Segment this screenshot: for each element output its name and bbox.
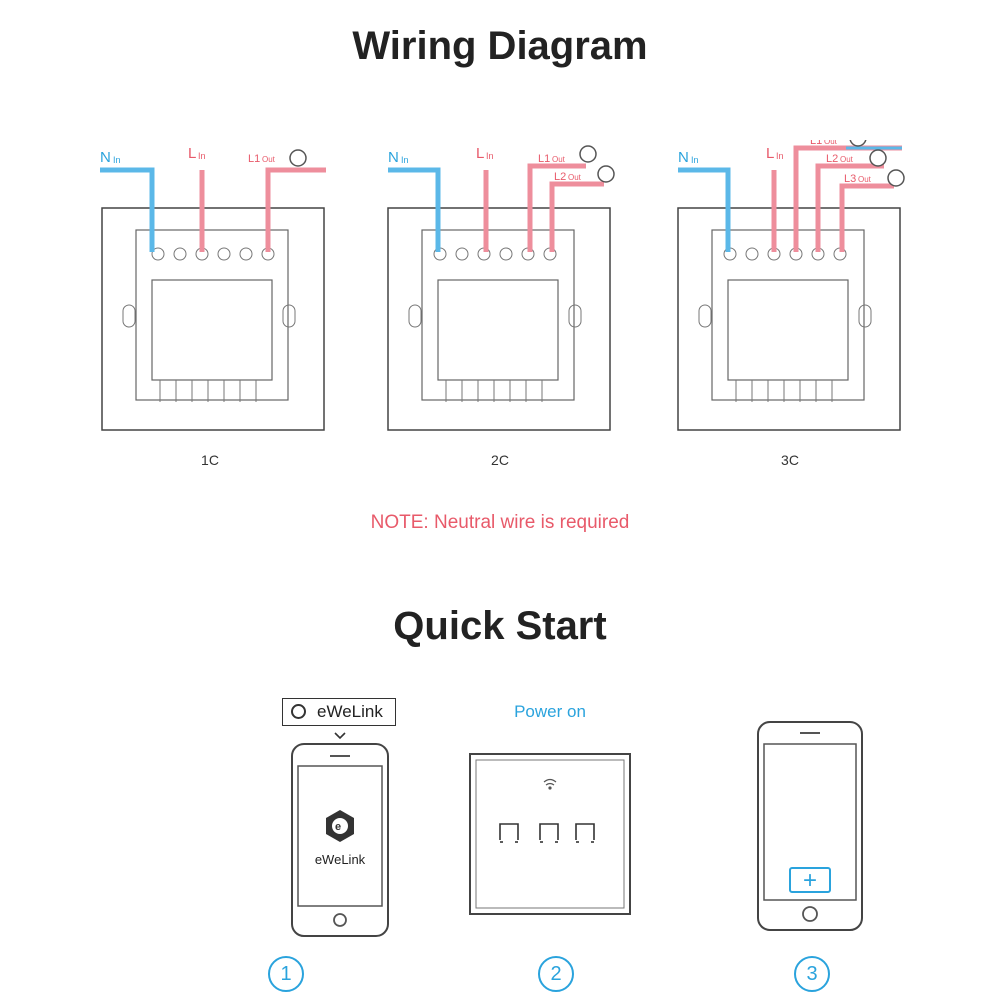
step-3-number: 3 xyxy=(794,956,830,992)
l1-out-label: L1 xyxy=(248,153,260,165)
svg-text:Out: Out xyxy=(568,173,582,182)
l2-out-label: L2 xyxy=(826,153,838,165)
phone-step-1: e eWeLink xyxy=(291,743,389,937)
caption-2c: 2C xyxy=(491,452,509,468)
plus-icon: + xyxy=(803,867,817,894)
l2-out-label: L2 xyxy=(554,171,566,183)
search-text: eWeLink xyxy=(317,702,383,721)
app-name: eWeLink xyxy=(315,852,366,867)
wiring-panel-2c: N In L In L1 Out L2 Out xyxy=(380,140,620,440)
l-in-label: L xyxy=(476,145,484,162)
l-in-label: L xyxy=(188,145,196,162)
n-in-label: N xyxy=(100,149,111,166)
add-device-button xyxy=(789,867,831,893)
wiring-panel-1c: N In L In L1 Out xyxy=(90,140,330,440)
wiring-2c-drawing: N In L In L1 Out L2 Out xyxy=(387,145,615,431)
n-in-label: N xyxy=(678,149,689,166)
quick-start-title: Quick Start xyxy=(393,604,607,648)
neutral-wire-note: NOTE: Neutral wire is required xyxy=(370,512,630,533)
wiring-1c-drawing: N In L In L1 Out xyxy=(100,145,326,431)
ewelink-logo-icon: e xyxy=(326,810,354,842)
svg-text:Out: Out xyxy=(552,155,566,164)
l1-out-label: L1 xyxy=(538,153,550,165)
svg-text:e: e xyxy=(335,821,341,833)
l1-out-label: L1 xyxy=(810,140,822,147)
power-on-label: Power on xyxy=(514,702,586,721)
touch-keys xyxy=(499,823,595,840)
svg-text:In: In xyxy=(113,155,121,165)
chevron-down-icon xyxy=(334,732,346,740)
svg-text:In: In xyxy=(198,151,206,161)
svg-text:In: In xyxy=(776,151,784,161)
svg-text:Out: Out xyxy=(262,155,276,164)
wiring-panel-3c: N In L In L1 Out L2 Out L3 Out xyxy=(670,140,910,440)
caption-1c: 1C xyxy=(201,452,219,468)
l3-out-label: L3 xyxy=(844,173,856,185)
svg-text:In: In xyxy=(691,155,699,165)
app-search-box: eWeLink xyxy=(282,698,396,726)
step-2-number: 2 xyxy=(538,956,574,992)
caption-3c: 3C xyxy=(781,452,799,468)
svg-text:In: In xyxy=(401,155,409,165)
l-in-label: L xyxy=(766,145,774,162)
svg-text:In: In xyxy=(486,151,494,161)
search-icon xyxy=(291,704,306,719)
phone-step-3: + xyxy=(757,721,863,931)
wiring-diagram-title: Wiring Diagram xyxy=(352,24,648,68)
svg-text:Out: Out xyxy=(824,140,838,146)
wifi-icon xyxy=(543,778,557,790)
switch-panel xyxy=(469,753,631,915)
step-1-number: 1 xyxy=(268,956,304,992)
n-in-label: N xyxy=(388,149,399,166)
svg-text:Out: Out xyxy=(858,175,872,184)
wiring-3c-drawing: N In L In L1 Out L2 Out L3 Out xyxy=(677,140,905,431)
svg-text:Out: Out xyxy=(840,155,854,164)
